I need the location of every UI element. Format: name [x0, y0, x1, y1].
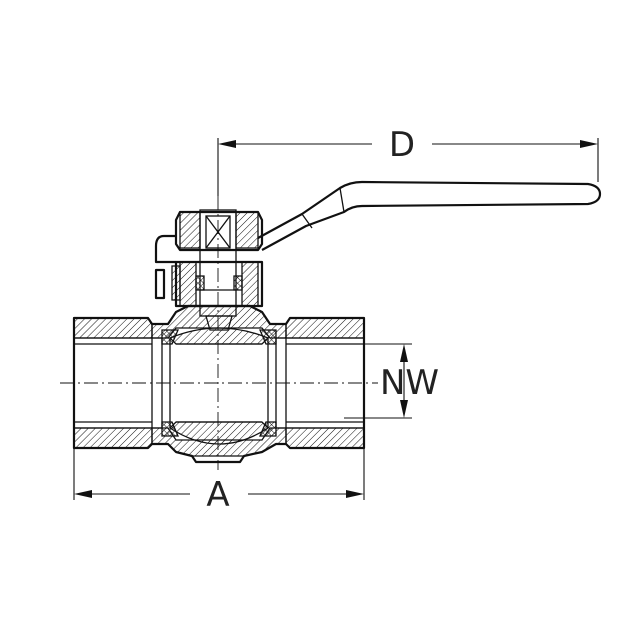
- left-end-wall-top: [73, 317, 153, 339]
- ball: [168, 327, 270, 445]
- dimension-d-label: D: [389, 125, 415, 165]
- dimension-nw-label: NW: [380, 363, 439, 403]
- lever-handle: [257, 180, 602, 251]
- seal-bottom-right: [259, 421, 277, 437]
- dimension-nw: NW: [344, 343, 439, 419]
- ball-seals: [161, 329, 277, 437]
- left-end-wall-bottom: [73, 427, 153, 449]
- stop-lug: [154, 234, 181, 301]
- handle-nut: [174, 210, 264, 252]
- seal-bottom-left: [161, 421, 179, 437]
- right-end-wall-bottom: [285, 427, 365, 449]
- dimension-a: A: [73, 448, 365, 515]
- dimension-a-label: A: [206, 475, 229, 515]
- seal-top-left: [161, 329, 179, 345]
- dimension-d: D: [217, 125, 599, 196]
- right-end-wall-top: [285, 317, 365, 339]
- seal-top-right: [259, 329, 277, 345]
